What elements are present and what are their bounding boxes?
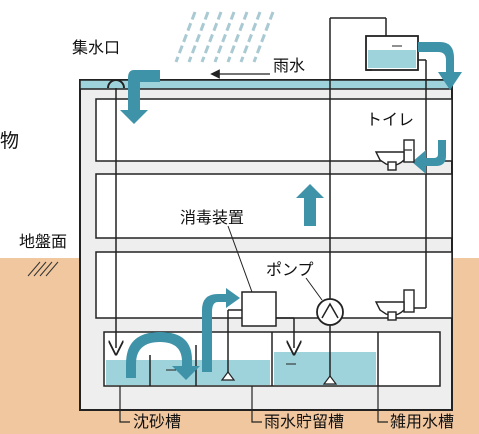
rain-streaks xyxy=(174,11,275,63)
label-disinfection-device: 消毒装置 xyxy=(180,208,245,227)
label-rainwater-storage-tank: 雨水貯留槽 xyxy=(264,412,345,431)
water-level-marks xyxy=(166,45,402,371)
label-pump: ポンプ xyxy=(266,260,314,279)
upflow-arrow xyxy=(202,288,240,372)
disinfection-device xyxy=(241,291,277,327)
floor-3 xyxy=(95,98,453,162)
tank-leader-lines xyxy=(119,386,388,423)
toilet-icon-lower xyxy=(374,289,415,321)
water-inlet-icon xyxy=(107,79,125,89)
label-water-inlet: 集水口 xyxy=(72,38,121,57)
label-miscellaneous-water-tank: 雑用水槽 xyxy=(390,412,455,431)
label-sediment-tank: 沈砂槽 xyxy=(133,412,182,431)
floor-2 xyxy=(95,173,453,239)
rainwater-storage-tank xyxy=(274,352,376,385)
tank-outflow-arrow xyxy=(418,42,462,90)
roof-flow-arrow xyxy=(120,70,160,124)
toilet-flow-arrow xyxy=(412,140,446,174)
label-ground-level: 地盤面 xyxy=(19,232,68,251)
label-toilet: トイレ xyxy=(366,110,415,129)
label-rainwater: 雨水 xyxy=(272,56,307,75)
sediment-flow-arrow xyxy=(126,332,200,380)
ground-hatch xyxy=(27,261,59,277)
building-up-arrow xyxy=(296,184,324,226)
toilet-icon-upper xyxy=(374,139,415,171)
label-building-fragment: 物 xyxy=(0,130,20,152)
